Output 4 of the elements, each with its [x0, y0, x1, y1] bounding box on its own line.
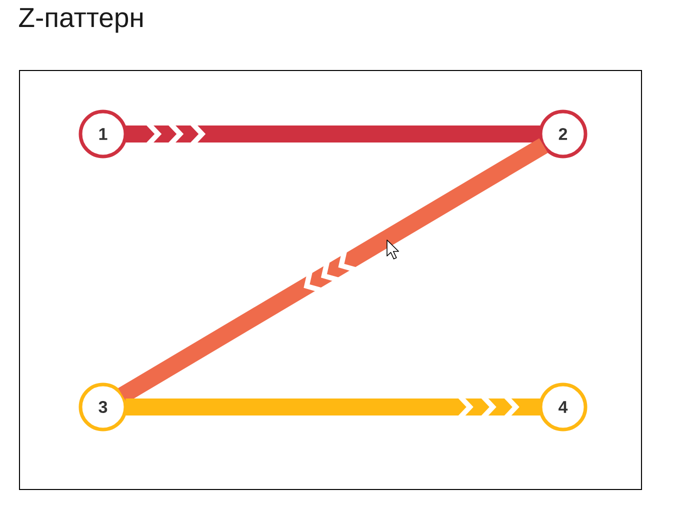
title: Z-паттерн: [19, 8, 142, 33]
arrow: [118, 138, 548, 403]
arrow: [126, 124, 540, 144]
arrow: [126, 398, 540, 416]
